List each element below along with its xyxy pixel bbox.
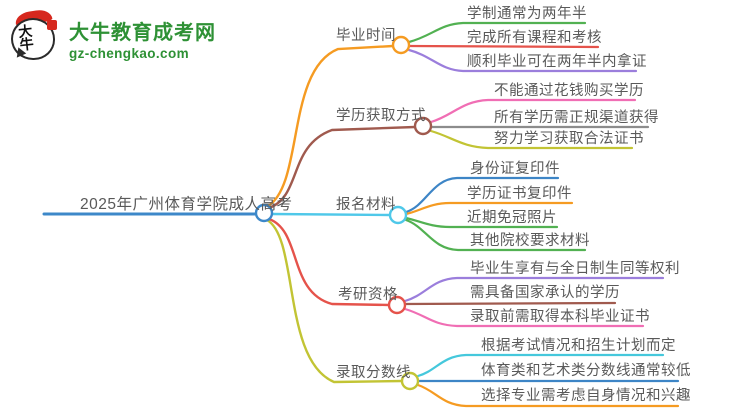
- leaf-line: [407, 48, 638, 73]
- leaf-topic[interactable]: 录取前需取得本科毕业证书: [470, 309, 650, 325]
- branch-topic[interactable]: 报名材料: [336, 197, 396, 213]
- branch-line: [265, 218, 404, 384]
- leaf-topic[interactable]: 选择专业需考虑自身情况和兴趣: [481, 388, 691, 404]
- leaf-topic[interactable]: 毕业生享有与全日制生同等权利: [470, 261, 680, 277]
- leaf-line: [403, 307, 645, 328]
- leaf-line: [407, 21, 587, 44]
- leaf-line: [416, 353, 665, 378]
- leaf-topic[interactable]: 努力学习获取合法证书: [494, 131, 644, 147]
- branch-node-handle[interactable]: [400, 371, 420, 391]
- leaf-topic[interactable]: 根据考试情况和招生计划而定: [481, 338, 676, 354]
- branch-topic[interactable]: 考研资格: [338, 287, 398, 303]
- branch-line: [266, 44, 395, 208]
- leaf-line: [403, 301, 617, 306]
- leaf-line: [404, 201, 574, 216]
- leaf-topic[interactable]: 需具备国家承认的学历: [470, 285, 620, 301]
- leaf-topic[interactable]: 完成所有课程和考核: [467, 30, 602, 46]
- leaf-topic[interactable]: 所有学历需正规渠道获得: [494, 110, 659, 126]
- leaf-line: [429, 129, 634, 150]
- branch-line: [267, 217, 391, 307]
- leaf-topic[interactable]: 近期免冠照片: [467, 210, 557, 226]
- leaf-line: [416, 383, 680, 408]
- logo-domain: gz-chengkao.com: [69, 46, 190, 61]
- leaf-topic[interactable]: 体育类和艺术类分数线通常较低: [481, 363, 691, 379]
- logo-stamp-shape: [47, 20, 57, 30]
- leaf-line: [429, 98, 637, 124]
- leaf-topic[interactable]: 其他院校要求材料: [470, 233, 590, 249]
- leaf-topic[interactable]: 学历证书复印件: [467, 186, 572, 202]
- logo-text-block: 大牛教育成考网 gz-chengkao.com: [69, 10, 216, 61]
- branch-line: [270, 212, 392, 217]
- leaf-topic[interactable]: 顺利毕业可在两年半内拿证: [467, 54, 647, 70]
- leaf-line: [407, 44, 600, 49]
- leaf-topic[interactable]: 身份证复印件: [470, 161, 560, 177]
- branch-node-handle[interactable]: [387, 295, 407, 315]
- root-node-handle[interactable]: [254, 203, 274, 223]
- branch-topic[interactable]: 录取分数线: [336, 365, 411, 381]
- branch-line: [267, 125, 417, 210]
- branch-topic[interactable]: 毕业时间: [336, 28, 396, 44]
- branch-topic[interactable]: 学历获取方式: [336, 108, 426, 124]
- branch-node-handle[interactable]: [391, 35, 411, 55]
- site-logo[interactable]: 大牛 大牛教育成考网 gz-chengkao.com: [9, 8, 216, 65]
- logo-seal-icon: 大牛: [9, 8, 60, 65]
- leaf-topic[interactable]: 不能通过花钱购买学历: [494, 83, 644, 99]
- logo-brand-name: 大牛教育成考网: [69, 22, 216, 44]
- branch-node-handle[interactable]: [388, 205, 408, 225]
- logo-seal-text: 大牛: [17, 22, 38, 53]
- root-topic[interactable]: 2025年广州体育学院成人高考: [80, 196, 293, 213]
- leaf-line: [404, 218, 587, 252]
- leaf-line: [404, 216, 559, 229]
- leaf-topic[interactable]: 学制通常为两年半: [467, 6, 587, 22]
- leaf-line: [403, 276, 665, 303]
- leaf-line: [404, 176, 560, 214]
- branch-node-handle[interactable]: [413, 116, 433, 136]
